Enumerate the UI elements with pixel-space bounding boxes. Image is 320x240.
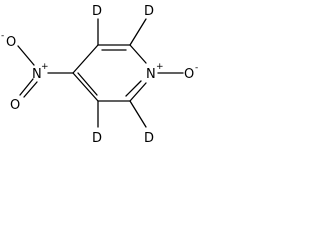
- nitro-nitrogen-charge: +: [41, 62, 49, 72]
- bond-c5-c4-inner: [77, 72, 98, 96]
- bond-c5-c4: [72, 72, 99, 102]
- deuterium-label-bottom-left: D: [92, 131, 102, 146]
- bond-c2-n1: [129, 44, 147, 64]
- bond-nitro-n-o-top: [17, 45, 35, 66]
- nitro-nitrogen-label: N: [32, 67, 42, 82]
- deuterium-label-top-right: D: [144, 4, 154, 19]
- bond-nitro-n-o-bottom-inner: [19, 78, 34, 96]
- ring-nitrogen-label: N: [146, 67, 156, 82]
- molecule-drawing: D D D D N + O - N + O - O: [1, 4, 198, 146]
- bond-nitro-n-o-bottom: [23, 81, 38, 98]
- bond-c2-d: [129, 18, 147, 46]
- n-oxide-oxygen-charge: -: [195, 63, 198, 73]
- ring-nitrogen-charge: +: [156, 62, 164, 72]
- structure-diagram: D D D D N + O - N + O - O: [0, 0, 203, 155]
- nitro-oxygen-top-label: O: [6, 35, 16, 50]
- n-oxide-oxygen-label: O: [184, 67, 194, 82]
- bond-c6-d: [129, 100, 147, 128]
- nitro-oxygen-top-charge: -: [1, 31, 4, 41]
- bond-n1-c6-inner: [125, 80, 142, 97]
- deuterium-label-top-left: D: [92, 4, 102, 19]
- bond-n1-c6: [129, 82, 147, 102]
- bond-c3-c4: [72, 44, 99, 74]
- nitro-oxygen-bottom-label: O: [10, 98, 20, 113]
- deuterium-label-bottom-right: D: [144, 131, 154, 146]
